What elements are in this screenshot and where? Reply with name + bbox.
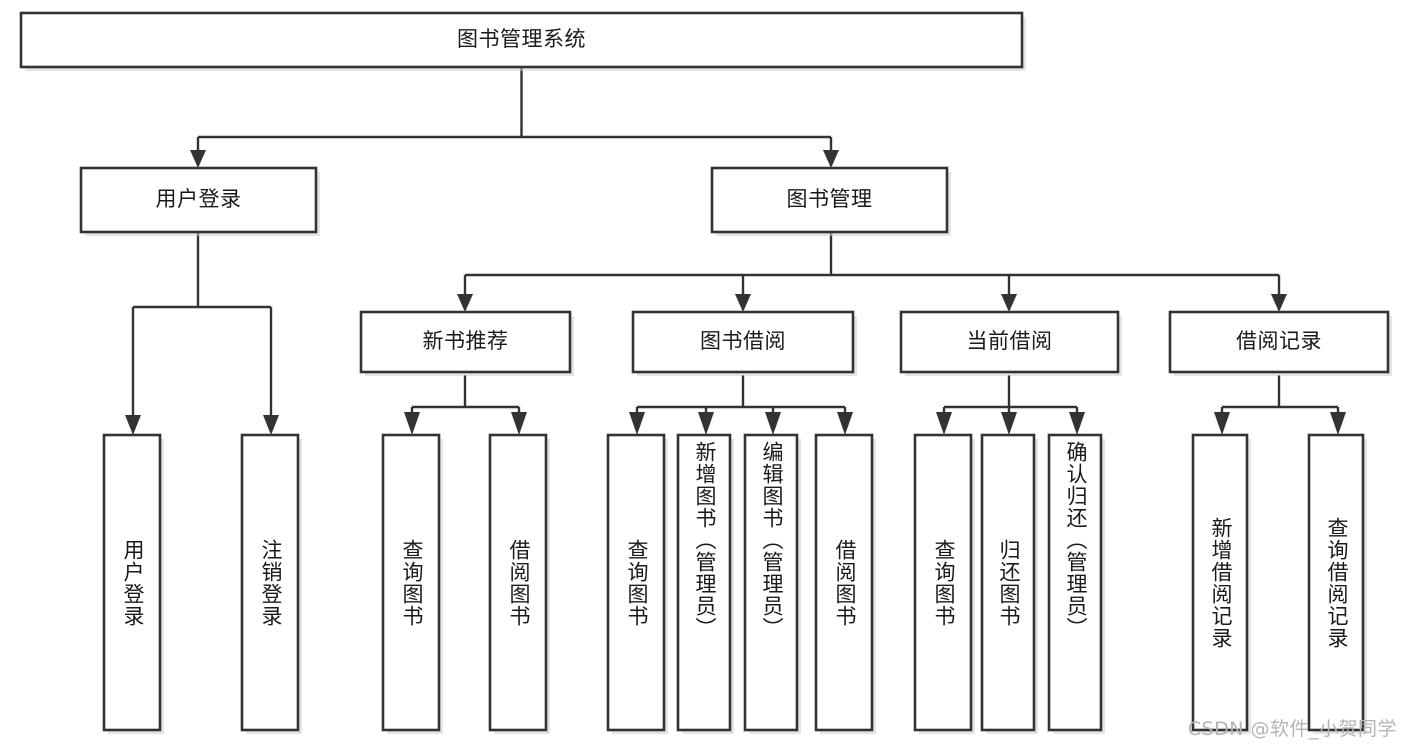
arrow-to-leaf4: [511, 412, 527, 435]
arrow-to-leaf1: [125, 415, 141, 435]
arrow-to-current: [1001, 294, 1017, 312]
node-leaf2[interactable]: [240, 433, 300, 732]
arrow-to-leaf11: [1069, 412, 1085, 435]
node-root[interactable]: [19, 11, 1024, 69]
arrow-to-leaf8: [837, 412, 853, 435]
arrow-to-leaf2: [263, 415, 279, 435]
arrow-to-leaf12: [1214, 412, 1230, 435]
arrow-to-leaf7: [765, 412, 781, 435]
node-leaf6[interactable]: [676, 433, 732, 732]
node-leaf3[interactable]: [381, 433, 441, 732]
node-leaf1[interactable]: [102, 433, 162, 732]
node-current[interactable]: [899, 310, 1120, 374]
node-bookmgmt[interactable]: [710, 166, 949, 234]
node-record[interactable]: [1168, 310, 1390, 374]
arrow-to-leaf9: [936, 412, 952, 435]
node-leaf5[interactable]: [606, 433, 666, 732]
arrow-to-newbook: [457, 294, 473, 312]
connectors: [125, 67, 1346, 435]
node-leaf9[interactable]: [913, 433, 973, 732]
arrow-to-record: [1271, 294, 1287, 312]
arrow-to-leaf10: [1001, 412, 1017, 435]
node-leaf11[interactable]: [1047, 433, 1103, 732]
arrow-to-login: [190, 150, 206, 168]
arrow-to-leaf5: [629, 412, 645, 435]
arrow-to-leaf3: [404, 412, 420, 435]
node-leaf10[interactable]: [980, 433, 1036, 732]
node-leaf4[interactable]: [488, 433, 548, 732]
node-leaf13[interactable]: [1307, 433, 1365, 732]
node-leaf8[interactable]: [814, 433, 874, 732]
node-leaf12[interactable]: [1191, 433, 1249, 732]
node-newbook[interactable]: [359, 310, 572, 374]
node-leaf7[interactable]: [743, 433, 799, 732]
arrow-to-borrow: [735, 294, 751, 312]
arrow-to-leaf13: [1330, 412, 1346, 435]
node-login[interactable]: [79, 166, 318, 234]
node-borrow[interactable]: [631, 310, 855, 374]
nodes: [19, 11, 1392, 734]
arrow-to-bookmgmt: [823, 150, 839, 168]
arrow-to-leaf6: [698, 412, 714, 435]
